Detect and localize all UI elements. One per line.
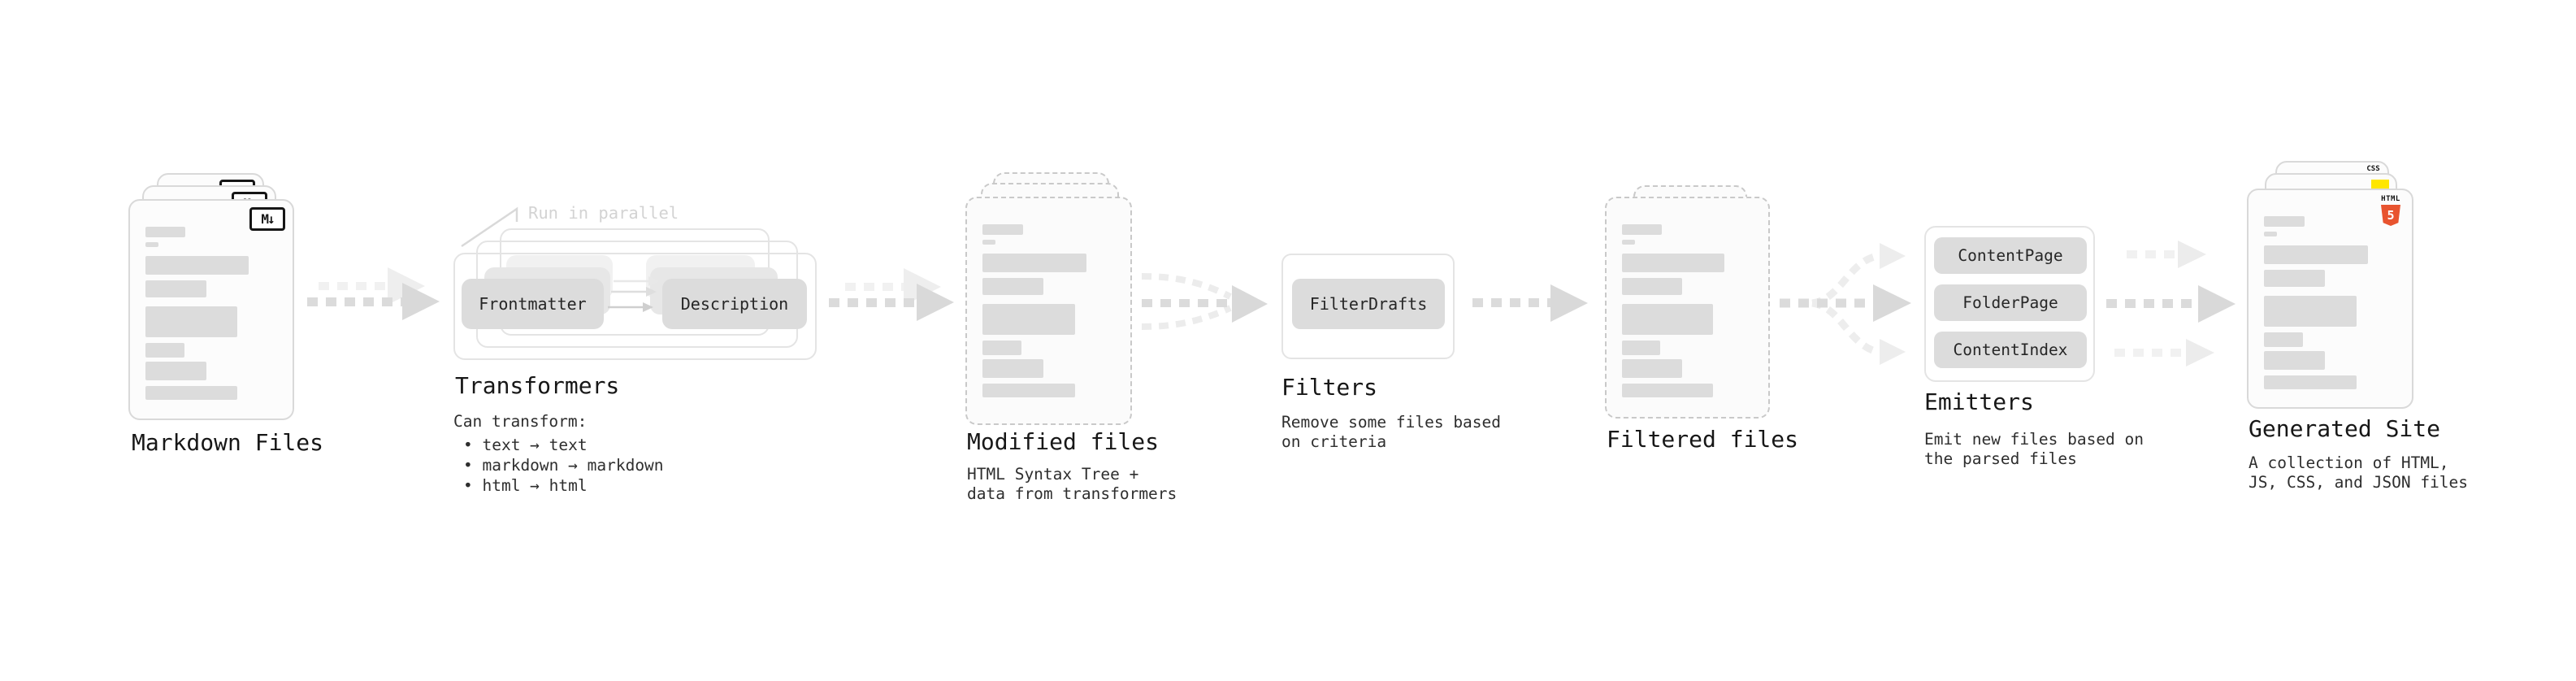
emitter-node-contentpage: ContentPage xyxy=(1934,237,2087,274)
html5-icon: HTML 5 xyxy=(2379,196,2402,226)
doc-content-bars xyxy=(982,224,1112,397)
node-link-arrow-icon xyxy=(614,276,659,286)
generated-file-card-html: HTML 5 xyxy=(2247,189,2413,409)
flow-arrow-transformers-to-modified xyxy=(829,298,917,307)
transformer-node-frontmatter: Frontmatter xyxy=(462,279,604,329)
arrow-head-icon xyxy=(2198,285,2236,323)
bullet-item: • html → html xyxy=(463,476,588,495)
flow-arrow-modified-to-filters xyxy=(1141,273,1268,330)
flow-arrow-emitters-middle xyxy=(2106,299,2198,308)
transformer-layer-front xyxy=(453,253,817,360)
node-link-arrow-icon xyxy=(611,287,657,297)
transformers-subtitle: Can transform: xyxy=(453,412,588,431)
bullet-item: • text → text xyxy=(463,436,588,454)
markdown-icon: M↓ xyxy=(249,207,285,231)
filter-node-filterdrafts: FilterDrafts xyxy=(1292,279,1445,329)
flow-arrow-filters-to-filtered xyxy=(1472,298,1550,307)
arrow-head-icon xyxy=(2178,241,2206,268)
stage-title-transformers: Transformers xyxy=(455,372,620,399)
emitter-node-folderpage: FolderPage xyxy=(1934,284,2087,321)
arrow-head-icon xyxy=(2186,339,2214,367)
transformers-bullet-list: • text → text • markdown → markdown • ht… xyxy=(463,435,664,496)
arrow-head-icon xyxy=(1550,284,1588,322)
flow-arrow-emitters-bottom xyxy=(2114,349,2186,357)
node-link-arrow-icon xyxy=(608,302,653,312)
stage-title-markdown-files: Markdown Files xyxy=(132,429,324,456)
flow-arrow-emitters-top xyxy=(2127,250,2178,258)
stage-title-filters: Filters xyxy=(1281,374,1378,401)
stage-title-filtered-files: Filtered files xyxy=(1607,426,1799,453)
emitter-node-contentindex: ContentIndex xyxy=(1934,332,2087,368)
js-icon xyxy=(2371,180,2389,190)
filters-subtitle: Remove some files based on criteria xyxy=(1281,413,1502,451)
doc-content-bars xyxy=(1622,224,1750,397)
flow-arrow-markdown-to-transformers-light xyxy=(319,282,388,290)
emitters-subtitle: Emit new files based on the parsed files xyxy=(1924,430,2144,468)
run-in-parallel-label: Run in parallel xyxy=(528,203,679,223)
flow-arrow-filtered-to-emitters xyxy=(1780,243,1911,365)
callout-connector-line xyxy=(461,206,518,248)
generated-site-subtitle: A collection of HTML, JS, CSS, and JSON … xyxy=(2249,453,2469,492)
filtered-file-card-front xyxy=(1605,197,1770,419)
bullet-item: • markdown → markdown xyxy=(463,456,664,475)
flow-arrow-markdown-to-transformers xyxy=(307,297,402,306)
arrow-head-icon xyxy=(402,283,440,320)
arrow-head-icon xyxy=(917,284,954,321)
flow-arrow-transformers-to-modified-light xyxy=(845,283,904,291)
markdown-file-card-front: M↓ xyxy=(128,199,294,420)
stage-title-emitters: Emitters xyxy=(1924,388,2034,415)
doc-content-bars xyxy=(2264,216,2394,389)
modified-files-subtitle: HTML Syntax Tree + data from transformer… xyxy=(967,465,1177,503)
doc-content-bars xyxy=(145,227,275,400)
transformer-node-description: Description xyxy=(662,279,807,329)
stage-title-generated-site: Generated Site xyxy=(2249,415,2441,442)
stage-title-modified-files: Modified files xyxy=(967,428,1160,455)
modified-file-card-front xyxy=(965,197,1132,425)
